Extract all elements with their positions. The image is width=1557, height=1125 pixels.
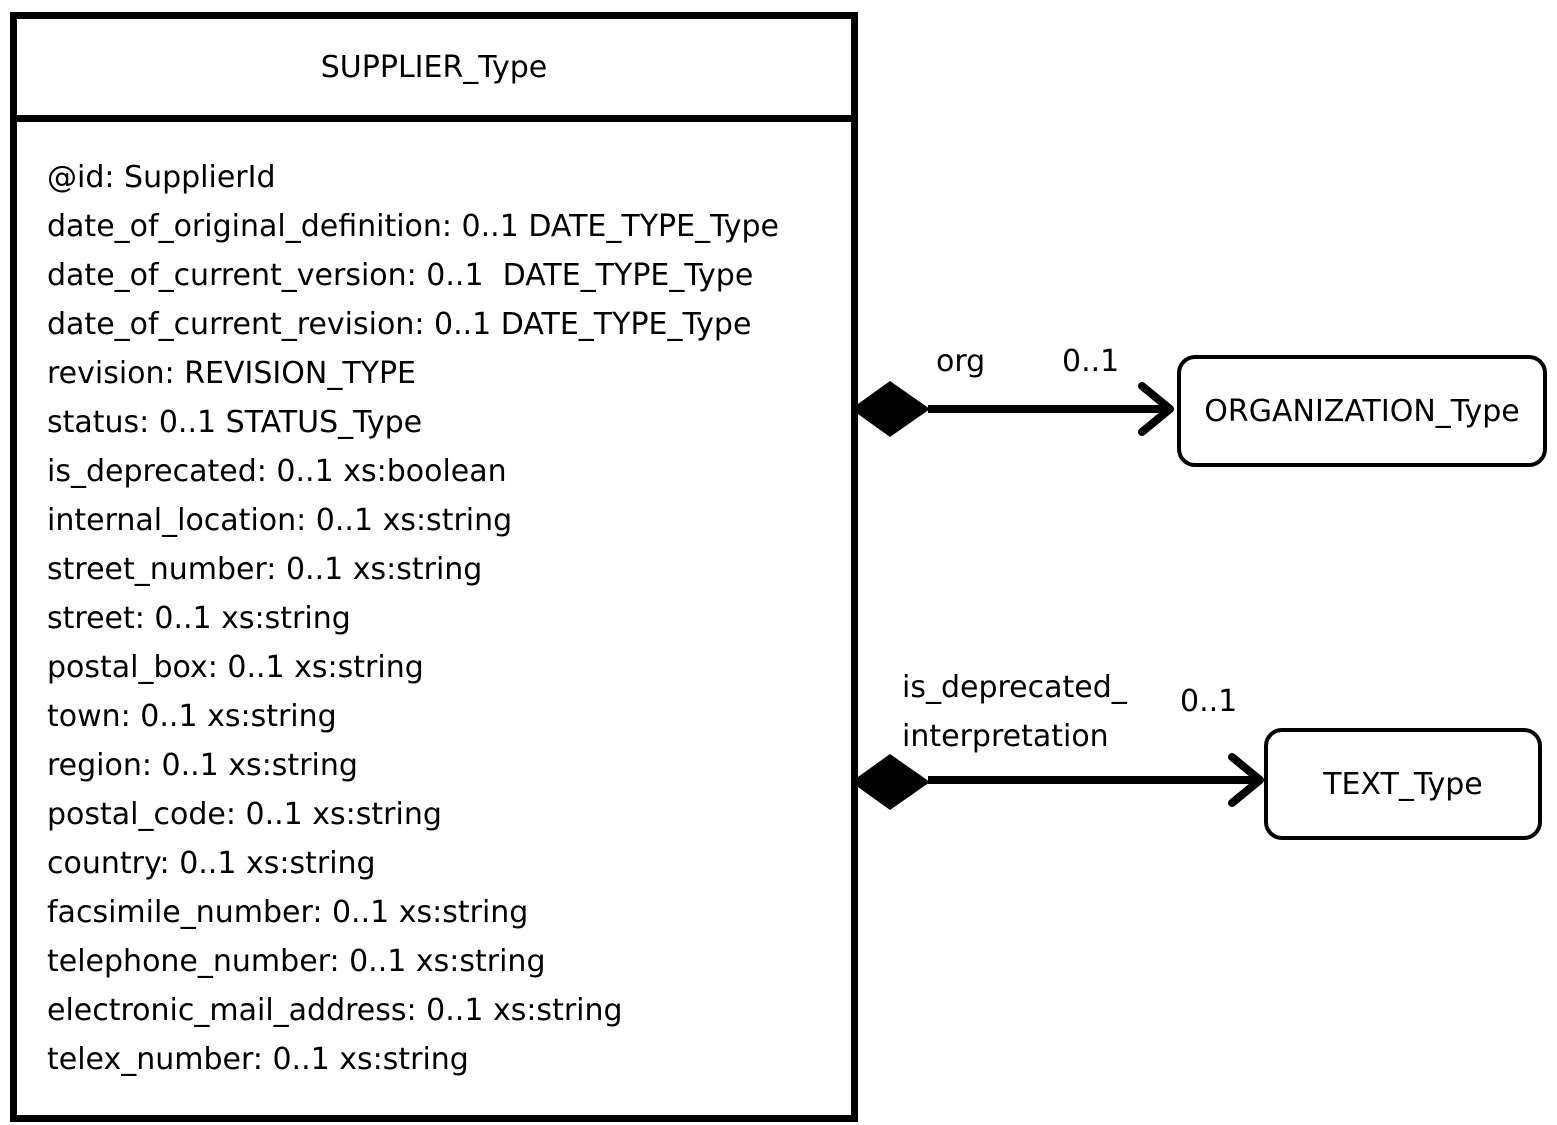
class-name: SUPPLIER_Type xyxy=(17,19,851,122)
attribute-item: date_of_current_version: 0..1 DATE_TYPE_… xyxy=(47,258,754,293)
role-label-deprecated-line1: is_deprecated_ xyxy=(902,670,1127,705)
attribute-item: is_deprecated: 0..1 xs:boolean xyxy=(47,454,507,489)
attribute-item: date_of_current_revision: 0..1 DATE_TYPE… xyxy=(47,307,752,342)
attribute-item: telex_number: 0..1 xs:string xyxy=(47,1042,469,1077)
attribute-item: street_number: 0..1 xs:string xyxy=(47,552,483,587)
attribute-list: @id: SupplierId date_of_original_definit… xyxy=(47,153,779,1084)
attribute-item: internal_location: 0..1 xs:string xyxy=(47,503,513,538)
arrowhead-deprecated xyxy=(1228,753,1264,807)
role-label-deprecated-line2: interpretation xyxy=(902,719,1109,754)
attribute-item: town: 0..1 xs:string xyxy=(47,699,337,734)
attribute-item: facsimile_number: 0..1 xs:string xyxy=(47,895,529,930)
attribute-item: status: 0..1 STATUS_Type xyxy=(47,405,423,440)
attribute-item: region: 0..1 xs:string xyxy=(47,748,358,783)
arrowhead-org xyxy=(1138,382,1174,436)
attribute-item: street: 0..1 xs:string xyxy=(47,601,351,636)
text-type-label: TEXT_Type xyxy=(1323,766,1483,802)
attribute-item: postal_box: 0..1 xs:string xyxy=(47,650,424,685)
attribute-item: @id: SupplierId xyxy=(47,160,276,195)
composition-diamond-org xyxy=(851,381,930,437)
composition-diamond-deprecated xyxy=(851,754,930,810)
attribute-item: telephone_number: 0..1 xs:string xyxy=(47,944,546,979)
attribute-item: date_of_original_definition: 0..1 DATE_T… xyxy=(47,209,779,244)
attribute-item: postal_code: 0..1 xs:string xyxy=(47,797,442,832)
supplier-class-box: SUPPLIER_Type @id: SupplierId date_of_or… xyxy=(10,12,858,1122)
attribute-item: electronic_mail_address: 0..1 xs:string xyxy=(47,993,623,1028)
organization-type-box: ORGANIZATION_Type xyxy=(1177,355,1547,467)
attribute-item: revision: REVISION_TYPE xyxy=(47,356,417,391)
multiplicity-label-org: 0..1 xyxy=(1062,344,1120,379)
multiplicity-label-deprecated: 0..1 xyxy=(1180,684,1238,719)
role-label-org: org xyxy=(936,344,986,379)
text-type-box: TEXT_Type xyxy=(1264,728,1542,840)
organization-type-label: ORGANIZATION_Type xyxy=(1204,393,1520,429)
attribute-item: country: 0..1 xs:string xyxy=(47,846,376,881)
